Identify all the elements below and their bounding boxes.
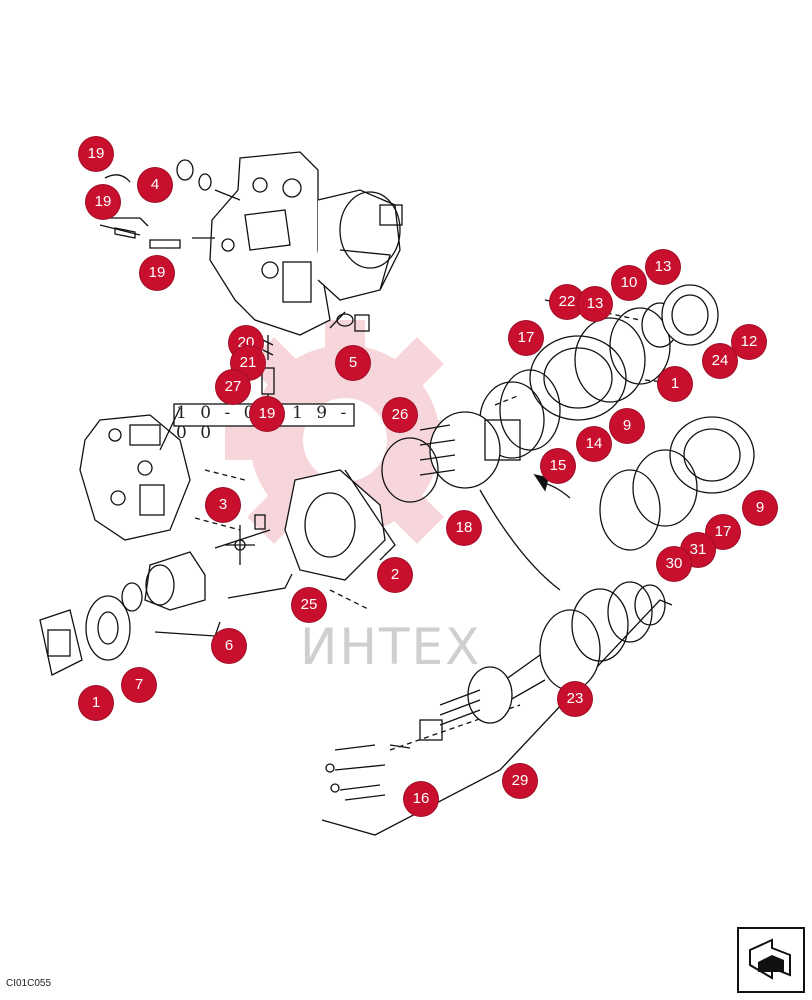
callout-9-a[interactable]: 9 xyxy=(610,409,644,443)
drawing-code: CI01C055 xyxy=(6,978,52,989)
callout-25[interactable]: 25 xyxy=(292,588,326,622)
callout-6[interactable]: 6 xyxy=(212,629,246,663)
valve-plate xyxy=(85,595,131,661)
callout-24[interactable]: 24 xyxy=(703,344,737,378)
housing-part xyxy=(284,469,396,581)
callout-19-b[interactable]: 19 xyxy=(86,185,120,219)
callout-18[interactable]: 18 xyxy=(447,511,481,545)
callout-5[interactable]: 5 xyxy=(336,346,370,380)
bracket-lines xyxy=(154,407,673,836)
callout-14[interactable]: 14 xyxy=(577,427,611,461)
callout-7[interactable]: 7 xyxy=(122,668,156,702)
callout-1-b[interactable]: 1 xyxy=(658,367,692,401)
callout-26[interactable]: 26 xyxy=(383,398,417,432)
motor-assembly-top xyxy=(209,151,403,336)
callout-27[interactable]: 27 xyxy=(216,370,250,404)
callout-2[interactable]: 2 xyxy=(378,558,412,592)
callout-4[interactable]: 4 xyxy=(138,168,172,202)
callout-31[interactable]: 31 xyxy=(681,533,715,567)
callout-17-a[interactable]: 17 xyxy=(509,321,543,355)
bearing-stack-right xyxy=(479,284,719,459)
callout-29[interactable]: 29 xyxy=(503,764,537,798)
callout-1-a[interactable]: 1 xyxy=(79,686,113,720)
callout-10[interactable]: 10 xyxy=(612,266,646,300)
callout-30[interactable]: 30 xyxy=(657,547,691,581)
callout-23[interactable]: 23 xyxy=(558,682,592,716)
callout-17-b[interactable]: 17 xyxy=(706,515,740,549)
valve-block-left xyxy=(79,414,191,541)
callout-12[interactable]: 12 xyxy=(732,325,766,359)
callout-19-c[interactable]: 19 xyxy=(140,256,174,290)
callout-19-d[interactable]: 19 xyxy=(250,397,284,431)
callout-19-a[interactable]: 19 xyxy=(79,137,113,171)
rotation-arrows xyxy=(479,473,571,591)
callout-13-a[interactable]: 13 xyxy=(578,287,612,321)
rotor-assembly xyxy=(381,411,521,503)
bolt-set xyxy=(325,744,411,801)
small-parts-top-left xyxy=(99,159,370,332)
housing-lower-right xyxy=(599,416,755,551)
output-shaft xyxy=(419,581,666,741)
callout-15[interactable]: 15 xyxy=(541,449,575,483)
callout-3[interactable]: 3 xyxy=(206,488,240,522)
watermark-text: ИНТЕХ xyxy=(300,618,482,676)
callout-13-b[interactable]: 13 xyxy=(646,250,680,284)
cross-shaft xyxy=(214,514,271,565)
callout-16[interactable]: 16 xyxy=(404,782,438,816)
cylinder-block xyxy=(121,551,206,612)
callout-9-b[interactable]: 9 xyxy=(743,491,777,525)
next-page-icon[interactable] xyxy=(737,927,805,993)
end-cover xyxy=(39,609,83,676)
